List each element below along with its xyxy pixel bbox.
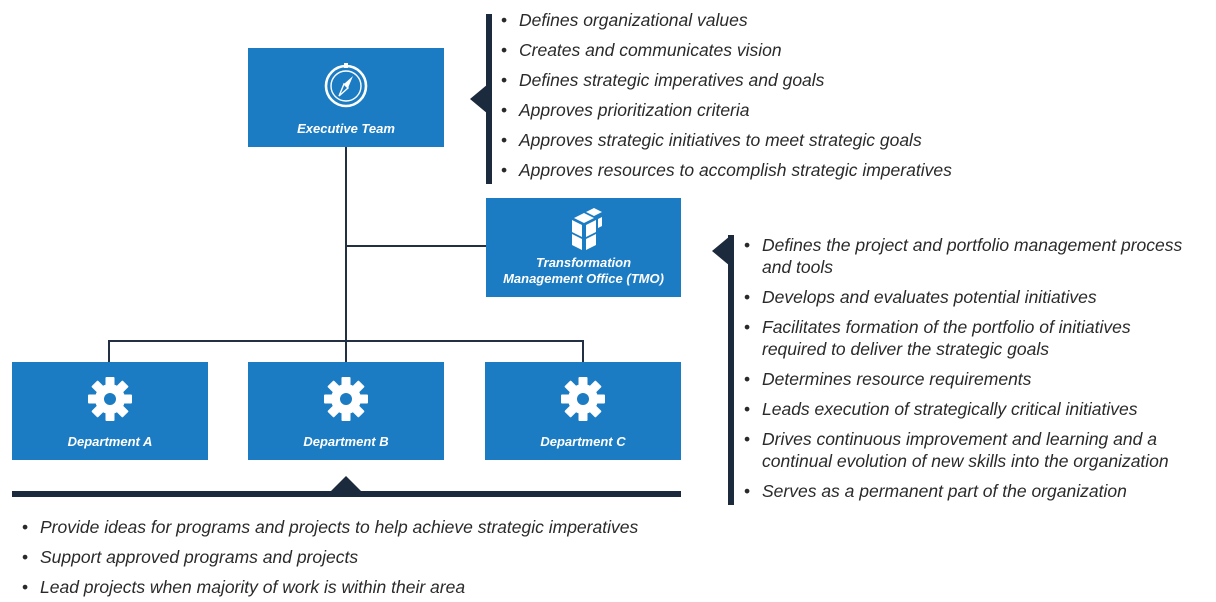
department-b-label: Department B <box>303 434 389 449</box>
list-item: •Drives continuous improvement and learn… <box>744 429 1169 471</box>
departments-callout-pointer <box>330 476 362 492</box>
list-item: •Approves strategic initiatives to meet … <box>501 130 922 150</box>
connector-tmo-horizontal <box>346 245 486 247</box>
list-item: •Provide ideas for programs and projects… <box>22 517 639 537</box>
list-item: •Facilitates formation of the portfolio … <box>744 317 1131 359</box>
tmo-label-line2: Management Office (TMO) <box>503 271 664 286</box>
tmo-responsibilities-list: •Defines the project and portfolio manag… <box>740 234 1182 510</box>
list-item: •Defines the project and portfolio manag… <box>744 235 1183 277</box>
cubes-icon <box>571 208 602 250</box>
list-item: •Defines organizational values <box>501 10 748 30</box>
list-item: •Approves resources to accomplish strate… <box>501 160 952 180</box>
connector-dept-a <box>108 340 110 362</box>
departments-callout-bar <box>12 491 681 497</box>
list-item: •Leads execution of strategically critic… <box>744 399 1138 419</box>
gear-icon <box>561 377 605 421</box>
executive-callout-pointer <box>470 84 488 114</box>
department-c-box: Department C <box>485 362 681 460</box>
list-item: •Defines strategic imperatives and goals <box>501 70 825 90</box>
tmo-label: Transformation Management Office (TMO) <box>503 255 664 297</box>
gear-icon <box>88 377 132 421</box>
list-item: •Lead projects when majority of work is … <box>22 577 466 597</box>
executive-team-box: Executive Team <box>248 48 444 147</box>
list-item: •Approves prioritization criteria <box>501 100 750 120</box>
department-responsibilities-list: •Provide ideas for programs and projects… <box>18 512 638 602</box>
compass-icon <box>324 63 368 108</box>
department-b-box: Department B <box>248 362 444 460</box>
connector-dept-c <box>582 340 584 362</box>
list-item: •Support approved programs and projects <box>22 547 359 567</box>
executive-team-label: Executive Team <box>297 121 395 136</box>
connector-departments-horizontal <box>108 340 584 342</box>
gear-icon <box>324 377 368 421</box>
department-c-label: Department C <box>540 434 626 449</box>
tmo-label-line1: Transformation <box>535 255 632 270</box>
list-item: •Develops and evaluates potential initia… <box>744 287 1097 307</box>
tmo-box: Transformation Management Office (TMO) <box>486 198 681 297</box>
tmo-callout-bar <box>728 235 734 505</box>
connector-exec-vertical <box>345 147 347 362</box>
department-a-label: Department A <box>67 434 153 449</box>
list-item: •Determines resource requirements <box>744 369 1032 389</box>
list-item: •Creates and communicates vision <box>501 40 782 60</box>
tmo-callout-pointer <box>712 236 730 266</box>
list-item: •Serves as a permanent part of the organ… <box>744 481 1127 501</box>
executive-responsibilities-list: •Defines organizational values •Creates … <box>497 5 952 185</box>
department-a-box: Department A <box>12 362 208 460</box>
executive-callout-bar <box>486 14 492 184</box>
